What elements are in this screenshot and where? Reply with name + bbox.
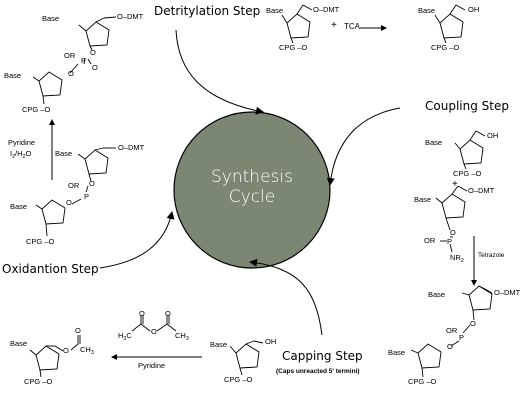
capping-note: (Caps unreacted 5' termini) (276, 368, 360, 375)
label-nr2: NR2 (450, 253, 464, 264)
label-cpg-o: CPG –O (26, 237, 55, 246)
molecule-oh-nucleoside-3 (229, 340, 264, 376)
molecule-acetic-anhydride (131, 315, 177, 332)
cycle-title-line1: Synthesis (211, 167, 293, 187)
molecule-oh-nucleoside-1 (434, 4, 466, 44)
label-ch3: CH3 (80, 345, 94, 356)
label-o: O (63, 346, 69, 355)
label-o-dmt: O–DMT (118, 143, 145, 152)
label-base: Base (10, 202, 28, 211)
label-p: P (447, 237, 453, 246)
molecule-dmt-nucleoside-1 (281, 4, 313, 44)
label-o: O (89, 179, 95, 188)
label-o: O (139, 309, 145, 318)
molecule-phosphite-dimer-1 (410, 285, 493, 378)
label-o: O (470, 319, 476, 328)
arrow-oxidation-to-cycle (99, 211, 175, 269)
label-or: OR (68, 181, 80, 190)
molecule-oh-nucleoside-2 (454, 130, 486, 170)
label-or: OR (424, 236, 436, 245)
label-cpg-o: CPG –O (453, 169, 482, 178)
label-or: OR (446, 326, 458, 335)
molecule-phosphite-dimer-2 (35, 147, 116, 237)
label-cpg-o: CPG –O (224, 375, 253, 384)
detritylation-step-label: Detritylation Step (154, 4, 261, 18)
label-base: Base (4, 71, 22, 80)
arrow-detritylation-to-cycle (175, 29, 264, 115)
molecule-acetylated-nucleoside (29, 335, 81, 378)
label-p: P (84, 192, 90, 201)
label-oh: OH (265, 337, 277, 346)
label-i2-h2o: I2/H2O (10, 149, 32, 160)
arrow-capping-to-cycle (249, 258, 323, 336)
label-tetrazole: Tetrazole (478, 252, 505, 259)
label-base: Base (266, 6, 284, 15)
capping-step-label: Capping Step (282, 349, 363, 363)
label-o: O (165, 309, 171, 318)
label-o: O (151, 327, 157, 336)
label-or: OR (64, 51, 76, 60)
label-oh: OH (468, 5, 480, 14)
label-base: Base (210, 340, 228, 349)
label-cpg-o: CPG –O (279, 43, 308, 52)
label-cpg-o: CPG –O (431, 43, 460, 52)
label-o-dmt: O–DMT (313, 5, 340, 14)
label-cpg-o: CPG –O (24, 377, 53, 386)
label-p: P (459, 333, 465, 342)
label-o-dmt: O–DMT (494, 288, 521, 297)
molecule-phosphate-dimer (32, 16, 117, 105)
coupling-step-label: Coupling Step (425, 99, 509, 113)
synthesis-cycle-circle (173, 111, 331, 269)
label-cpg-o: CPG –O (22, 105, 51, 114)
label-plus: + (452, 179, 458, 190)
label-base: Base (418, 6, 436, 15)
label-o-dmt: O–DMT (117, 12, 144, 21)
label-o: O (75, 326, 81, 335)
label-h3c: H3C (118, 331, 132, 342)
label-o-dmt: O–DMT (468, 186, 495, 195)
label-pyridine: Pyridine (138, 361, 166, 370)
label-plus: + (331, 20, 337, 31)
oxidation-step-label: Oxidantion Step (2, 262, 99, 276)
label-cpg-o: CPG –O (408, 377, 437, 386)
molecule-phosphoramidite (435, 185, 468, 253)
label-o: O (92, 63, 98, 72)
label-ch3: CH3 (175, 331, 189, 342)
label-base: Base (388, 348, 406, 357)
arrow-coupling-to-cycle (326, 107, 401, 186)
label-base: Base (425, 138, 443, 147)
label-pyridine: Pyridine (8, 138, 36, 147)
label-tca: TCA (344, 22, 360, 31)
label-o: O (450, 228, 456, 237)
label-o: O (66, 198, 72, 207)
label-base: Base (428, 290, 446, 299)
label-oh: OH (487, 131, 499, 140)
label-o: O (90, 48, 96, 57)
label-base: Base (55, 149, 73, 158)
label-base: Base (10, 339, 28, 348)
cycle-title-line2: Cycle (228, 187, 276, 207)
label-o: O (447, 342, 453, 351)
label-base: Base (42, 14, 60, 23)
label-base: Base (414, 195, 432, 204)
label-p: P (81, 56, 87, 65)
label-o: O (68, 69, 74, 78)
